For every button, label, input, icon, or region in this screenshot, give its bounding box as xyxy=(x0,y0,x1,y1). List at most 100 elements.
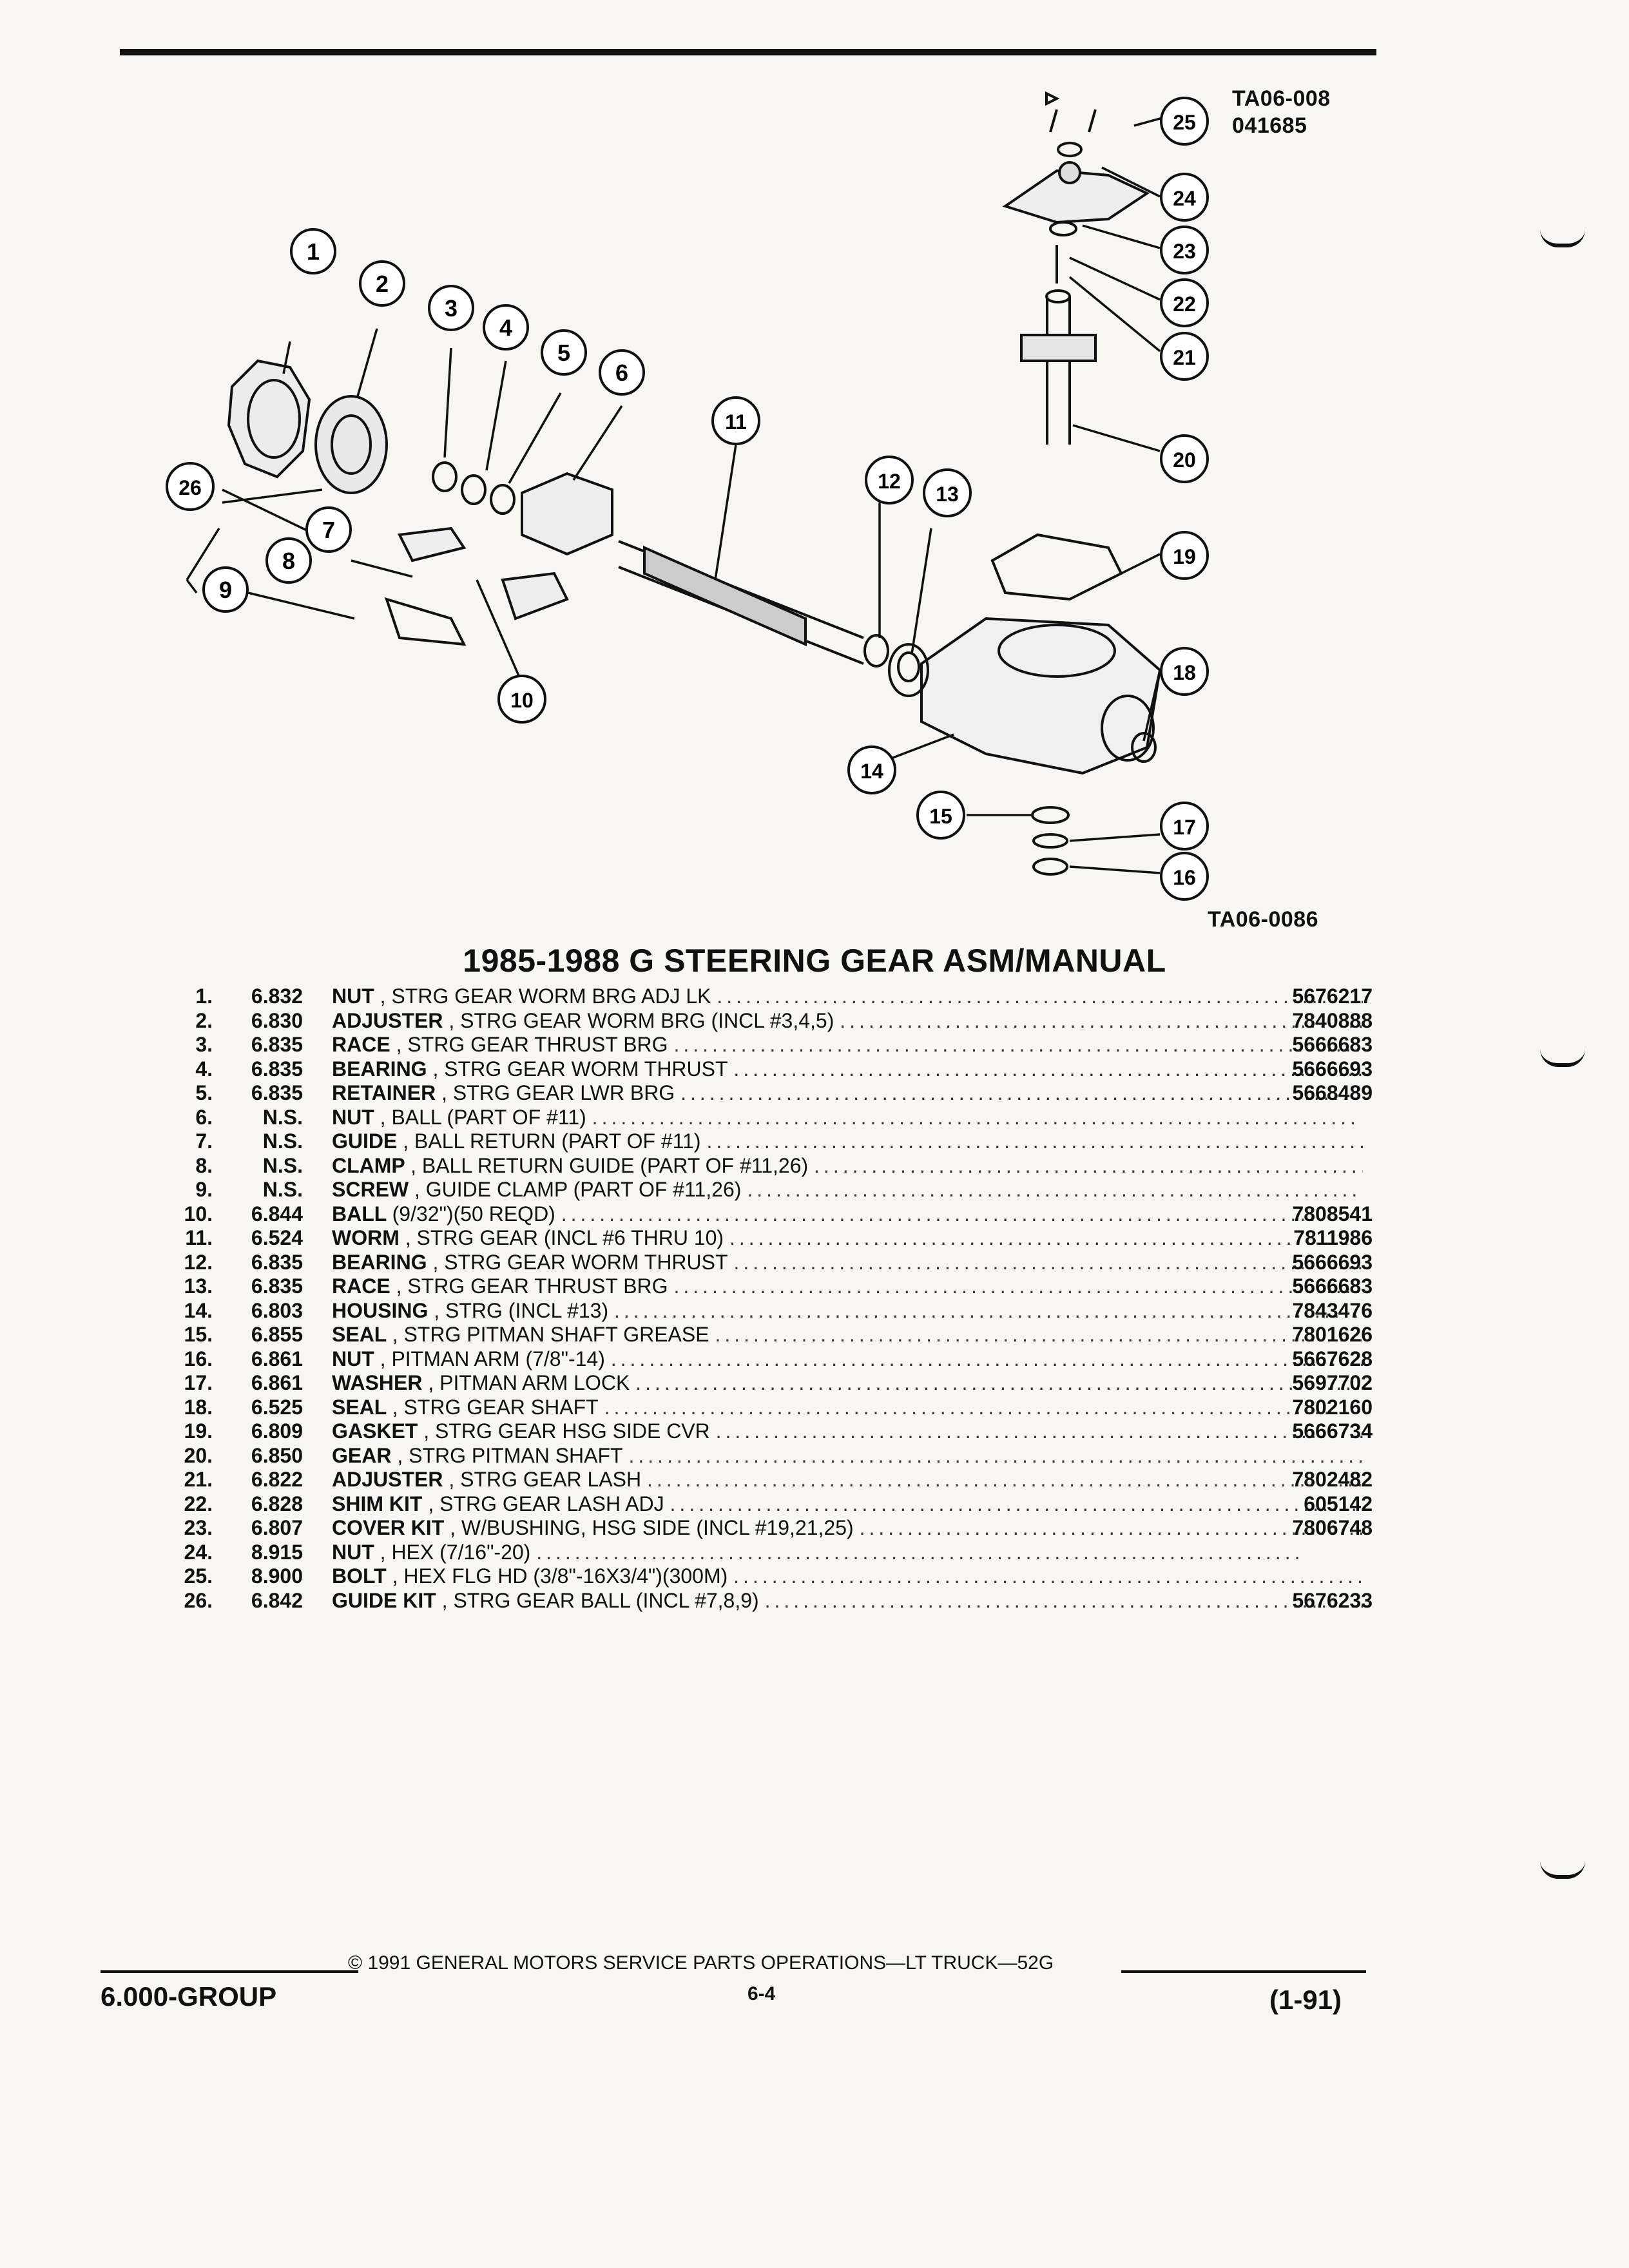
svg-text:9: 9 xyxy=(219,577,232,603)
part-name: NUT xyxy=(332,1347,374,1370)
callout-25: 25 xyxy=(1160,97,1209,146)
part-description: CLAMP , BALL RETURN GUIDE (PART OF #11,2… xyxy=(332,1154,1363,1178)
part-detail: , BALL RETURN (PART OF #11) xyxy=(403,1129,701,1153)
ball-nut-illustration xyxy=(521,472,613,556)
part-detail: , STRG GEAR WORM THRUST xyxy=(432,1057,728,1081)
item-number: 26. xyxy=(184,1588,213,1612)
part-number: 5666693 xyxy=(1292,1250,1373,1274)
leader-dots: ........................................… xyxy=(715,1419,1363,1443)
callout-2: 2 xyxy=(359,260,405,307)
part-detail: , STRG GEAR SHAFT xyxy=(392,1395,599,1419)
part-description: SEAL , STRG PITMAN SHAFT GREASE ........… xyxy=(332,1323,1363,1347)
part-detail: , BALL RETURN GUIDE (PART OF #11,26) xyxy=(410,1153,809,1177)
leader-dots: ........................................… xyxy=(706,1129,1363,1153)
callout-17: 17 xyxy=(1160,802,1209,850)
part-detail: (9/32")(50 REQD) xyxy=(392,1202,555,1225)
item-number: 4. xyxy=(195,1057,213,1081)
leader-dots: ........................................… xyxy=(635,1371,1363,1394)
part-name: RETAINER xyxy=(332,1081,436,1104)
part-number: 7801626 xyxy=(1292,1323,1373,1346)
figure-date: 041685 xyxy=(1232,113,1307,138)
group-number: 6.828 xyxy=(251,1492,303,1515)
svg-text:11: 11 xyxy=(725,410,747,434)
item-number: 2. xyxy=(195,1008,213,1032)
group-number: 6.832 xyxy=(251,985,303,1008)
leader-dots: ........................................… xyxy=(614,1298,1363,1322)
part-name: GASKET xyxy=(332,1419,418,1443)
callout-9: 9 xyxy=(202,566,249,613)
group-number: 6.822 xyxy=(251,1468,303,1491)
part-detail: , STRG GEAR WORM BRG ADJ LK xyxy=(380,985,711,1008)
parts-row: 9.N.S.SCREW , GUIDE CLAMP (PART OF #11,2… xyxy=(161,1178,1373,1202)
part-number: 7843476 xyxy=(1292,1298,1373,1322)
part-description: RACE , STRG GEAR THRUST BRG ............… xyxy=(332,1033,1363,1057)
leader-dots: ........................................… xyxy=(670,1492,1363,1515)
svg-text:23: 23 xyxy=(1173,240,1196,263)
part-name: BEARING xyxy=(332,1057,427,1081)
item-number: 1. xyxy=(195,985,213,1008)
leader-dots: ........................................… xyxy=(673,1274,1363,1298)
group-number: 6.525 xyxy=(251,1395,303,1419)
group-number: 6.835 xyxy=(251,1274,303,1298)
part-description: SHIM KIT , STRG GEAR LASH ADJ ..........… xyxy=(332,1492,1363,1517)
part-description: WASHER , PITMAN ARM LOCK ...............… xyxy=(332,1371,1363,1396)
callout-5: 5 xyxy=(541,329,587,376)
leader-dots: ........................................… xyxy=(733,1564,1363,1588)
svg-text:18: 18 xyxy=(1173,661,1196,684)
svg-text:8: 8 xyxy=(282,548,295,574)
svg-text:25: 25 xyxy=(1173,111,1196,134)
part-detail: , HEX FLG HD (3/8"-16X3/4")(300M) xyxy=(392,1564,728,1588)
svg-text:5: 5 xyxy=(557,340,570,366)
leader-dots: ........................................… xyxy=(747,1178,1363,1201)
leader-dots: ........................................… xyxy=(610,1347,1363,1370)
leader-dots: ........................................… xyxy=(733,1250,1363,1274)
footer-rule-right xyxy=(1121,1970,1366,1973)
group-number: 6.807 xyxy=(251,1516,303,1539)
leader-dots: ........................................… xyxy=(814,1153,1363,1177)
item-number: 3. xyxy=(195,1033,213,1056)
svg-text:17: 17 xyxy=(1173,816,1196,839)
callout-1: 1 xyxy=(290,228,336,274)
callout-16: 16 xyxy=(1160,852,1209,901)
parts-row: 6.N.S.NUT , BALL (PART OF #11) .........… xyxy=(161,1106,1373,1130)
lock-nut-illustration xyxy=(227,359,311,479)
part-description: BOLT , HEX FLG HD (3/8"-16X3/4")(300M) .… xyxy=(332,1564,1363,1589)
part-description: HOUSING , STRG (INCL #13) ..............… xyxy=(332,1299,1363,1323)
item-number: 16. xyxy=(184,1347,213,1370)
part-number: 5666693 xyxy=(1292,1057,1373,1081)
svg-text:24: 24 xyxy=(1173,187,1196,210)
part-detail: , STRG GEAR (INCL #6 THRU 10) xyxy=(405,1226,724,1249)
callout-6: 6 xyxy=(599,349,645,396)
item-number: 9. xyxy=(195,1178,213,1201)
svg-text:13: 13 xyxy=(936,483,959,506)
item-number: 10. xyxy=(184,1202,213,1225)
leader-dots: ........................................… xyxy=(646,1468,1363,1491)
callout-7: 7 xyxy=(305,506,352,553)
part-number: 5697702 xyxy=(1292,1371,1373,1394)
part-detail: , PITMAN ARM LOCK xyxy=(428,1371,630,1394)
part-number: 7802160 xyxy=(1292,1395,1373,1419)
part-name: SCREW xyxy=(332,1178,409,1201)
svg-text:20: 20 xyxy=(1173,448,1196,472)
top-rule xyxy=(120,49,1376,55)
item-number: 7. xyxy=(195,1129,213,1153)
group-number: 6.842 xyxy=(251,1588,303,1612)
group-number: N.S. xyxy=(262,1153,303,1177)
part-description: GEAR , STRG PITMAN SHAFT ...............… xyxy=(332,1444,1363,1468)
part-detail: , STRG GEAR THRUST BRG xyxy=(396,1274,668,1298)
part-detail: , STRG GEAR WORM THRUST xyxy=(432,1250,728,1274)
group-number: 6.830 xyxy=(251,1008,303,1032)
part-number: 5666683 xyxy=(1292,1274,1373,1298)
part-name: ADJUSTER xyxy=(332,1008,443,1032)
footer-copyright: © 1991 GENERAL MOTORS SERVICE PARTS OPER… xyxy=(348,1952,1054,1974)
group-number: 6.861 xyxy=(251,1371,303,1394)
callout-26: 26 xyxy=(166,462,215,511)
part-description: BEARING , STRG GEAR WORM THRUST ........… xyxy=(332,1057,1363,1082)
part-name: BOLT xyxy=(332,1564,387,1588)
